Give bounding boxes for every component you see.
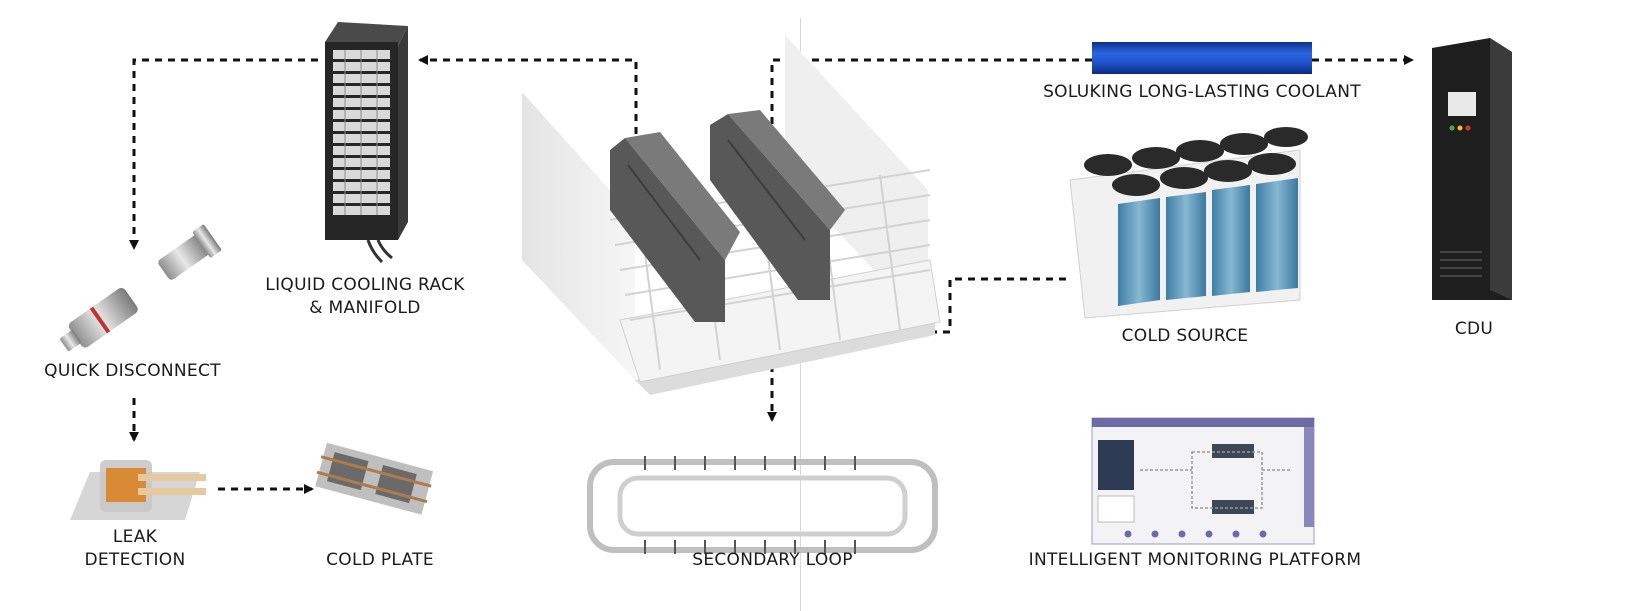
secondary-loop-icon	[587, 459, 938, 553]
label-secondary-loop: SECONDARY LOOP	[692, 550, 853, 570]
label-rack-line1: LIQUID COOLING RACK	[265, 275, 465, 295]
label-leak-line1: LEAK	[112, 527, 158, 547]
label-leak-detection: LEAK DETECTION	[80, 526, 190, 572]
label-monitoring-platform: INTELLIGENT MONITORING PLATFORM	[1028, 550, 1362, 570]
leak-detection-icon	[70, 460, 206, 520]
cold-source-icon	[1069, 127, 1308, 319]
label-quick-disconnect: QUICK DISCONNECT	[44, 361, 221, 381]
label-liquid-cooling-rack: LIQUID COOLING RACK & MANIFOLD	[255, 274, 475, 320]
label-cold-source: COLD SOURCE	[1121, 326, 1249, 346]
quick-disconnect-icon	[60, 224, 222, 352]
label-leak-line2: DETECTION	[84, 550, 186, 570]
arrow-rack-to-quick-disconnect	[129, 58, 318, 250]
cold-plate-icon	[315, 442, 434, 515]
liquid-cooling-rack-icon	[325, 22, 408, 264]
label-cold-plate: COLD PLATE	[326, 550, 434, 570]
label-rack-line2: & MANIFOLD	[309, 298, 421, 318]
arrow-cdu-into-room	[770, 58, 1092, 140]
cdu-cabinet-icon	[1432, 38, 1512, 300]
label-cdu: CDU	[1454, 319, 1494, 339]
label-coolant: SOLUKING LONG-LASTING COOLANT	[1043, 82, 1361, 102]
secondary-loop-valves	[644, 456, 856, 554]
data-center-room-illustration	[522, 35, 941, 395]
monitoring-screen-icon	[1091, 417, 1315, 545]
coolant-bar	[1092, 42, 1312, 74]
